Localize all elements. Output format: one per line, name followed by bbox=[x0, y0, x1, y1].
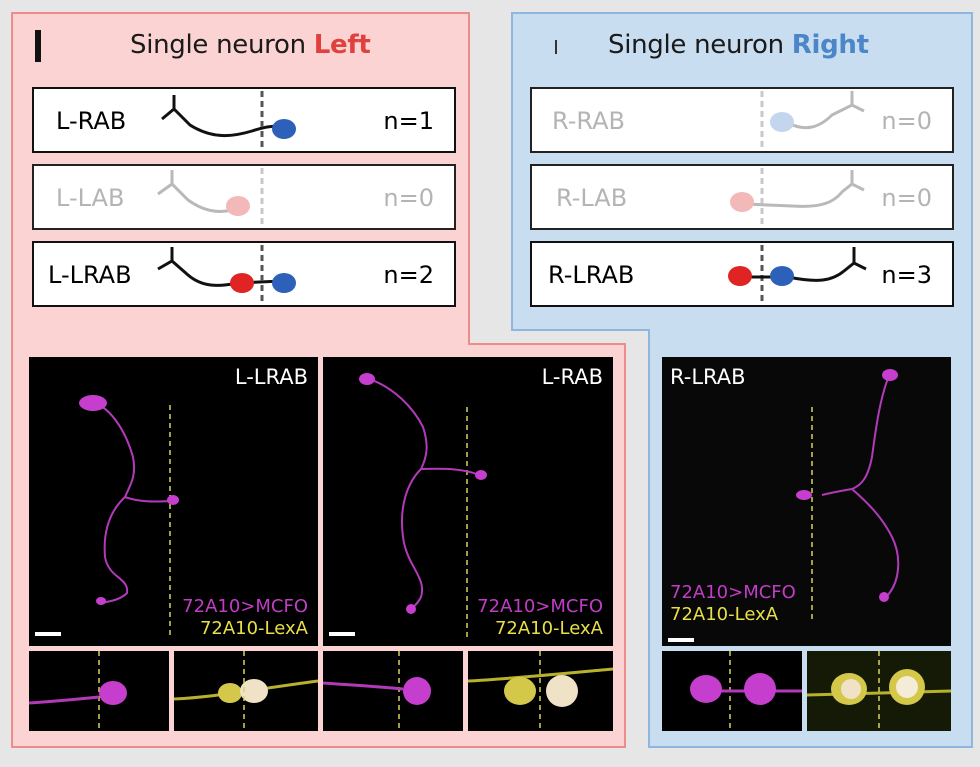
row-l-lab: L-LAB n=0 bbox=[32, 164, 456, 230]
scale-bar bbox=[668, 638, 694, 642]
neuron-image bbox=[796, 369, 900, 619]
light-red-soma bbox=[730, 192, 754, 212]
image-legend: 72A10>MCFO 72A10-LexA bbox=[477, 596, 603, 640]
left-heading-prefix: Single neuron bbox=[130, 30, 306, 60]
row-l-rab: L-RAB n=1 bbox=[32, 87, 456, 153]
legend-mcfo: 72A10>MCFO bbox=[477, 596, 603, 617]
red-soma bbox=[230, 273, 254, 293]
image-legend: 72A10>MCFO 72A10-LexA bbox=[182, 596, 308, 640]
row-label: R-LRAB bbox=[548, 261, 635, 289]
row-count: n=0 bbox=[881, 107, 932, 135]
neuron-image bbox=[359, 373, 487, 639]
image-label: L-LRAB bbox=[234, 365, 308, 389]
scale-bar bbox=[329, 632, 355, 636]
blue-soma bbox=[770, 266, 794, 286]
neuron-schematic bbox=[161, 91, 296, 151]
light-red-soma bbox=[226, 196, 250, 216]
legend-lexa: 72A10-LexA bbox=[670, 604, 779, 625]
micrograph-r-lrab: R-LRAB 72A10>MCFO 72A10-LexA bbox=[662, 357, 951, 646]
neuron-schematic bbox=[157, 245, 296, 305]
scale-bar bbox=[35, 632, 61, 636]
red-soma bbox=[728, 266, 752, 286]
inset-l-lrab-mcfo bbox=[29, 651, 169, 731]
row-r-lab: R-LAB n=0 bbox=[530, 164, 954, 230]
image-legend: 72A10>MCFO 72A10-LexA bbox=[670, 582, 796, 626]
right-heading-prefix: Single neuron bbox=[608, 30, 784, 60]
micrograph-l-lrab: L-LRAB 72A10>MCFO 72A10-LexA bbox=[29, 357, 318, 646]
row-r-rab: R-RAB n=0 bbox=[530, 87, 954, 153]
legend-mcfo: 72A10>MCFO bbox=[182, 596, 308, 617]
row-label: R-RAB bbox=[552, 107, 625, 135]
right-panel-tick bbox=[555, 40, 557, 54]
right-heading: Single neuron Right bbox=[608, 30, 869, 60]
neuron-image bbox=[79, 395, 179, 639]
row-label: L-LAB bbox=[56, 184, 125, 212]
legend-mcfo: 72A10>MCFO bbox=[670, 582, 796, 603]
row-count: n=0 bbox=[881, 184, 932, 212]
light-blue-soma bbox=[770, 112, 794, 132]
row-label: L-RAB bbox=[56, 107, 127, 135]
neuron-schematic bbox=[728, 245, 867, 305]
neuron-schematic bbox=[730, 168, 865, 228]
row-count: n=0 bbox=[383, 184, 434, 212]
neuron-schematic bbox=[760, 91, 865, 151]
left-heading: Single neuron Left bbox=[130, 30, 371, 60]
row-count: n=1 bbox=[383, 107, 434, 135]
inset-r-lrab-mcfo bbox=[662, 651, 802, 731]
blue-soma bbox=[272, 119, 296, 139]
micrograph-l-rab: L-RAB 72A10>MCFO 72A10-LexA bbox=[323, 357, 613, 646]
row-r-lrab: R-LRAB n=3 bbox=[530, 241, 954, 307]
row-l-lrab: L-LRAB n=2 bbox=[32, 241, 456, 307]
inset-l-rab-mcfo bbox=[323, 651, 463, 731]
inset-l-rab-lexa bbox=[468, 651, 613, 731]
right-heading-side: Right bbox=[791, 30, 869, 60]
inset-r-lrab-lexa bbox=[807, 651, 951, 731]
legend-lexa: 72A10-LexA bbox=[494, 618, 603, 639]
row-count: n=3 bbox=[881, 261, 932, 289]
row-label: R-LAB bbox=[556, 184, 628, 212]
left-heading-side: Left bbox=[313, 30, 371, 60]
image-label: R-LRAB bbox=[670, 365, 746, 389]
inset-l-lrab-lexa bbox=[174, 651, 318, 731]
legend-lexa: 72A10-LexA bbox=[199, 618, 308, 639]
neuron-schematic bbox=[157, 168, 264, 228]
blue-soma bbox=[272, 273, 296, 293]
panel-label bbox=[35, 30, 41, 62]
row-label: L-LRAB bbox=[48, 261, 132, 289]
row-count: n=2 bbox=[383, 261, 434, 289]
image-label: L-RAB bbox=[541, 365, 603, 389]
